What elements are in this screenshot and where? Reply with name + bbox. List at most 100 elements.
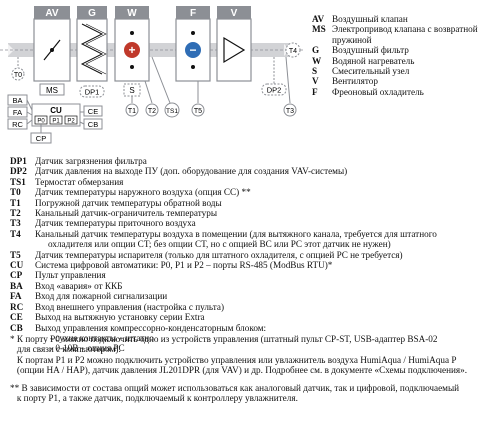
definition-desc: Датчик температуры испарителя (только дл…: [35, 249, 403, 260]
legend-abbr: MS: [312, 24, 326, 35]
definition-row: TS1 Термостат обмерзания: [10, 177, 496, 187]
legend-abbr: G: [312, 45, 320, 56]
definition-desc: Выход управления компрессорно-конденсато…: [35, 322, 267, 333]
definition-desc: Термостат обмерзания: [35, 176, 124, 187]
module-v: V: [216, 6, 252, 82]
definition-abbr: T1: [10, 197, 21, 208]
definition-abbr: DP2: [10, 166, 27, 177]
p2-label: P2: [67, 119, 75, 125]
cooler-minus-sign: −: [189, 43, 196, 57]
module-v-code: V: [231, 8, 238, 19]
definition-row: BA Вход «авария» от ККБ: [10, 281, 496, 291]
footnotes: * К порту P0 можно подключить одно из ус…: [10, 334, 496, 403]
definition-abbr: CB: [10, 322, 23, 333]
legend-row: F Фреоновый охладитель: [312, 87, 500, 97]
definition-desc: Датчик давления на выходе ПУ (доп. обору…: [35, 166, 348, 177]
p0-label: P0: [37, 119, 45, 125]
definition-abbr: T4: [10, 228, 21, 239]
definition-abbr: T3: [10, 218, 21, 229]
definition-desc: Вход «авария» от ККБ: [35, 280, 123, 291]
definition-row: T5 Датчик температуры испарителя (только …: [10, 250, 496, 260]
ba-label: BA: [12, 96, 22, 105]
definition-abbr: T0: [10, 187, 21, 198]
definition-desc: Система цифровой автоматики: P0, P1 и P2…: [35, 260, 333, 271]
definition-abbr: FA: [10, 291, 22, 302]
filter-icon: [80, 23, 104, 75]
definition-desc: Датчик температуры приточного воздуха: [35, 218, 196, 229]
ts1-label: TS1: [166, 108, 178, 115]
footnote-line: для связи с компьютером).: [10, 344, 121, 355]
dp1-label: DP1: [85, 88, 100, 97]
legend-abbr: AV: [312, 14, 325, 24]
definition-row: T3 Датчик температуры приточного воздуха: [10, 218, 496, 228]
heater-plus-icon: [124, 42, 140, 58]
cooler-minus-icon: [185, 42, 201, 58]
heater-plus-sign: +: [128, 43, 135, 57]
definition-abbr: BA: [10, 280, 23, 291]
t2-sensor: [145, 103, 159, 117]
t3-sensor: [283, 103, 297, 117]
legend-desc: Воздушный фильтр: [332, 45, 409, 56]
legend-desc: Фреоновый охладитель: [332, 86, 424, 97]
port-p2: [64, 115, 78, 125]
module-av: AV: [33, 6, 71, 82]
fa-label: FA: [13, 108, 22, 117]
legend-desc: Электропривод клапана с возвратной пружи…: [332, 24, 478, 45]
cp-label: CP: [36, 134, 46, 143]
module-w: W +: [114, 6, 150, 82]
module-av-code: AV: [45, 8, 58, 19]
definition-abbr: CE: [10, 312, 23, 323]
ce-label: CE: [88, 107, 98, 116]
definition-abbr: T2: [10, 208, 21, 219]
ms-box: [39, 83, 65, 96]
legend-abbr: F: [312, 86, 318, 97]
legend-abbr: S: [312, 66, 318, 77]
definition-desc: Вход внешнего управления (настройка с пу…: [35, 301, 225, 312]
definition-abbr: RC: [10, 301, 24, 312]
definition-abbr: T5: [10, 249, 21, 260]
definition-desc: Канальный датчик-ограничитель температур…: [35, 208, 217, 219]
definition-row: охладителя или опции CT; без опции CT, н…: [10, 239, 496, 249]
footnote-line: (опции HA / HAP), датчик давления JL201D…: [10, 365, 468, 376]
ts1-sensor: [164, 102, 180, 118]
definition-desc: охладителя или опции CT; без опции CT, н…: [48, 239, 391, 250]
legend-desc: Смесительный узел: [332, 66, 410, 77]
t4-label: T4: [289, 48, 297, 55]
cp-panel: [30, 132, 52, 144]
definition-row: CB Выход управления компрессорно-конденса…: [10, 323, 496, 333]
ce-output: [83, 105, 103, 117]
t1-label: T1: [128, 108, 136, 115]
legend-desc: Вентилятор: [332, 76, 378, 87]
legend-row: G Воздушный фильтр: [312, 45, 500, 55]
definition-row: T2 Канальный датчик-ограничитель температ…: [10, 208, 496, 218]
module-f: F −: [175, 6, 211, 82]
footnote-line: * К порту P0 можно подключить одно из ус…: [10, 334, 438, 344]
definition-desc: Датчик загрязнения фильтра: [35, 156, 147, 166]
t5-sensor: [191, 103, 205, 117]
t2-label: T2: [148, 108, 156, 115]
definition-abbr: CP: [10, 270, 23, 281]
definition-row: T0 Датчик температуры наружного воздуха (…: [10, 187, 496, 197]
footnote-line: к порту P1, а также датчик, подключаемый…: [10, 393, 298, 404]
t3-label: T3: [286, 108, 294, 115]
t1-sensor: [125, 103, 139, 117]
dp2-label: DP2: [267, 86, 282, 95]
module-f-code: F: [190, 8, 196, 19]
port-p1: [49, 115, 63, 125]
ms-label: MS: [46, 86, 58, 95]
definition-abbr: TS1: [10, 176, 26, 187]
definition-row: DP2 Датчик давления на выходе ПУ (доп. об…: [10, 166, 496, 176]
t4-sensor: [285, 42, 301, 58]
footnote-line: К портам P1 и P2 можно подключить устрой…: [10, 354, 457, 365]
cb-output: [83, 118, 103, 130]
definition-desc: Датчик температуры наружного воздуха (оп…: [35, 187, 251, 198]
t0-label: T0: [14, 72, 22, 79]
legend-abbr: W: [312, 55, 322, 66]
